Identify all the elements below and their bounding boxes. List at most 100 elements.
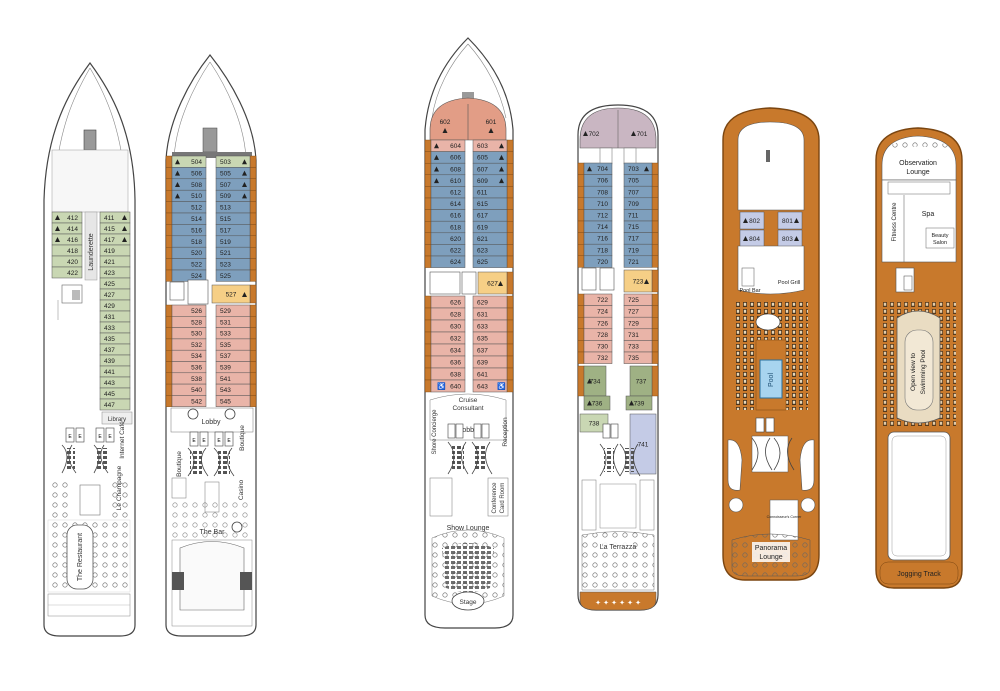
- suite-510[interactable]: 510: [171, 189, 207, 202]
- suite-710[interactable]: 710: [583, 197, 613, 210]
- suite-526[interactable]: 526: [171, 304, 207, 317]
- suite-704[interactable]: 704: [583, 162, 613, 175]
- suite-804[interactable]: 804: [739, 229, 765, 248]
- suite-643[interactable]: 643: [472, 379, 508, 393]
- suite-632[interactable]: 632: [430, 331, 466, 345]
- suite-728[interactable]: 728: [583, 328, 613, 341]
- suite-521[interactable]: 521: [215, 246, 251, 259]
- suite-433[interactable]: 433: [99, 321, 131, 334]
- suite-641[interactable]: 641: [472, 367, 508, 381]
- suite-707[interactable]: 707: [623, 185, 653, 199]
- suite-527[interactable]: 527: [211, 284, 251, 304]
- suite-718[interactable]: 718: [583, 243, 613, 257]
- suite-524[interactable]: 524: [171, 269, 207, 282]
- suite-427[interactable]: 427: [99, 288, 131, 301]
- suite-515[interactable]: 515: [215, 212, 251, 225]
- suite-535[interactable]: 535: [215, 338, 251, 351]
- suite-640[interactable]: 640: [430, 379, 466, 393]
- suite-625[interactable]: 625: [472, 255, 508, 268]
- suite-416[interactable]: 416: [51, 233, 83, 246]
- suite-714[interactable]: 714: [583, 220, 613, 233]
- suite-607[interactable]: 607: [472, 162, 508, 176]
- suite-801[interactable]: 801: [777, 211, 803, 230]
- suite-539[interactable]: 539: [215, 361, 251, 374]
- suite-545[interactable]: 545: [215, 395, 251, 407]
- suite-530[interactable]: 530: [171, 327, 207, 340]
- suite-802[interactable]: 802: [739, 211, 765, 230]
- suite-733[interactable]: 733: [623, 340, 653, 353]
- suite-533[interactable]: 533: [215, 327, 251, 340]
- suite-620[interactable]: 620: [430, 232, 466, 245]
- suite-411[interactable]: 411: [99, 211, 131, 224]
- suite-732[interactable]: 732: [583, 351, 613, 364]
- suite-425[interactable]: 425: [99, 277, 131, 290]
- suite-628[interactable]: 628: [430, 307, 466, 321]
- suite-701[interactable]: 701: [631, 131, 648, 138]
- suite-610[interactable]: 610: [430, 174, 466, 187]
- suite-631[interactable]: 631: [472, 307, 508, 321]
- suite-622[interactable]: 622: [430, 244, 466, 257]
- suite-624[interactable]: 624: [430, 255, 466, 268]
- suite-512[interactable]: 512: [171, 201, 207, 214]
- suite-616[interactable]: 616: [430, 209, 466, 222]
- suite-447[interactable]: 447: [99, 398, 131, 411]
- suite-536[interactable]: 536: [171, 361, 207, 374]
- suite-621[interactable]: 621: [472, 232, 508, 245]
- suite-720[interactable]: 720: [583, 255, 613, 268]
- suite-617[interactable]: 617: [472, 209, 508, 222]
- suite-626[interactable]: 626: [430, 295, 466, 309]
- suite-708[interactable]: 708: [583, 185, 613, 199]
- suite-513[interactable]: 513: [215, 201, 251, 214]
- suite-603[interactable]: 603: [472, 139, 508, 152]
- suite-415[interactable]: 415: [99, 222, 131, 235]
- suite-532[interactable]: 532: [171, 338, 207, 351]
- suite-514[interactable]: 514: [171, 212, 207, 225]
- suite-637[interactable]: 637: [472, 343, 508, 357]
- suite-412[interactable]: 412: [51, 211, 83, 224]
- suite-627[interactable]: 627: [477, 271, 508, 295]
- suite-736[interactable]: 736: [583, 395, 611, 411]
- suite-724[interactable]: 724: [583, 305, 613, 318]
- suite-420[interactable]: 420: [51, 255, 83, 268]
- suite-730[interactable]: 730: [583, 340, 613, 353]
- suite-630[interactable]: 630: [430, 319, 466, 333]
- suite-505[interactable]: 505: [215, 167, 251, 180]
- suite-443[interactable]: 443: [99, 376, 131, 389]
- suite-534[interactable]: 534: [171, 349, 207, 362]
- suite-612[interactable]: 612: [430, 186, 466, 199]
- suite-722[interactable]: 722: [583, 293, 613, 306]
- suite-506[interactable]: 506: [171, 167, 207, 180]
- suite-638[interactable]: 638: [430, 367, 466, 381]
- suite-619[interactable]: 619: [472, 220, 508, 234]
- suite-537[interactable]: 537: [215, 349, 251, 362]
- suite-615[interactable]: 615: [472, 197, 508, 210]
- suite-739[interactable]: 739: [625, 395, 653, 411]
- suite-604[interactable]: 604: [430, 139, 466, 152]
- suite-715[interactable]: 715: [623, 220, 653, 233]
- suite-441[interactable]: 441: [99, 365, 131, 378]
- suite-540[interactable]: 540: [171, 383, 207, 396]
- suite-734[interactable]: 734: [583, 365, 607, 397]
- suite-711[interactable]: 711: [623, 209, 653, 222]
- suite-518[interactable]: 518: [171, 235, 207, 248]
- suite-503[interactable]: 503: [215, 155, 251, 168]
- suite-504[interactable]: 504: [171, 155, 207, 168]
- suite-705[interactable]: 705: [623, 174, 653, 187]
- suite-529[interactable]: 529: [215, 304, 251, 317]
- suite-609[interactable]: 609: [472, 174, 508, 187]
- suite-541[interactable]: 541: [215, 372, 251, 385]
- suite-738[interactable]: 738: [579, 413, 609, 433]
- suite-602[interactable]: 602: [440, 119, 451, 133]
- suite-601[interactable]: 601: [486, 119, 497, 133]
- suite-633[interactable]: 633: [472, 319, 508, 333]
- suite-629[interactable]: 629: [472, 295, 508, 309]
- suite-712[interactable]: 712: [583, 209, 613, 222]
- suite-516[interactable]: 516: [171, 224, 207, 237]
- suite-725[interactable]: 725: [623, 293, 653, 306]
- suite-606[interactable]: 606: [430, 151, 466, 164]
- suite-429[interactable]: 429: [99, 299, 131, 312]
- suite-522[interactable]: 522: [171, 258, 207, 271]
- suite-726[interactable]: 726: [583, 316, 613, 330]
- suite-608[interactable]: 608: [430, 162, 466, 176]
- suite-702[interactable]: 702: [583, 131, 600, 138]
